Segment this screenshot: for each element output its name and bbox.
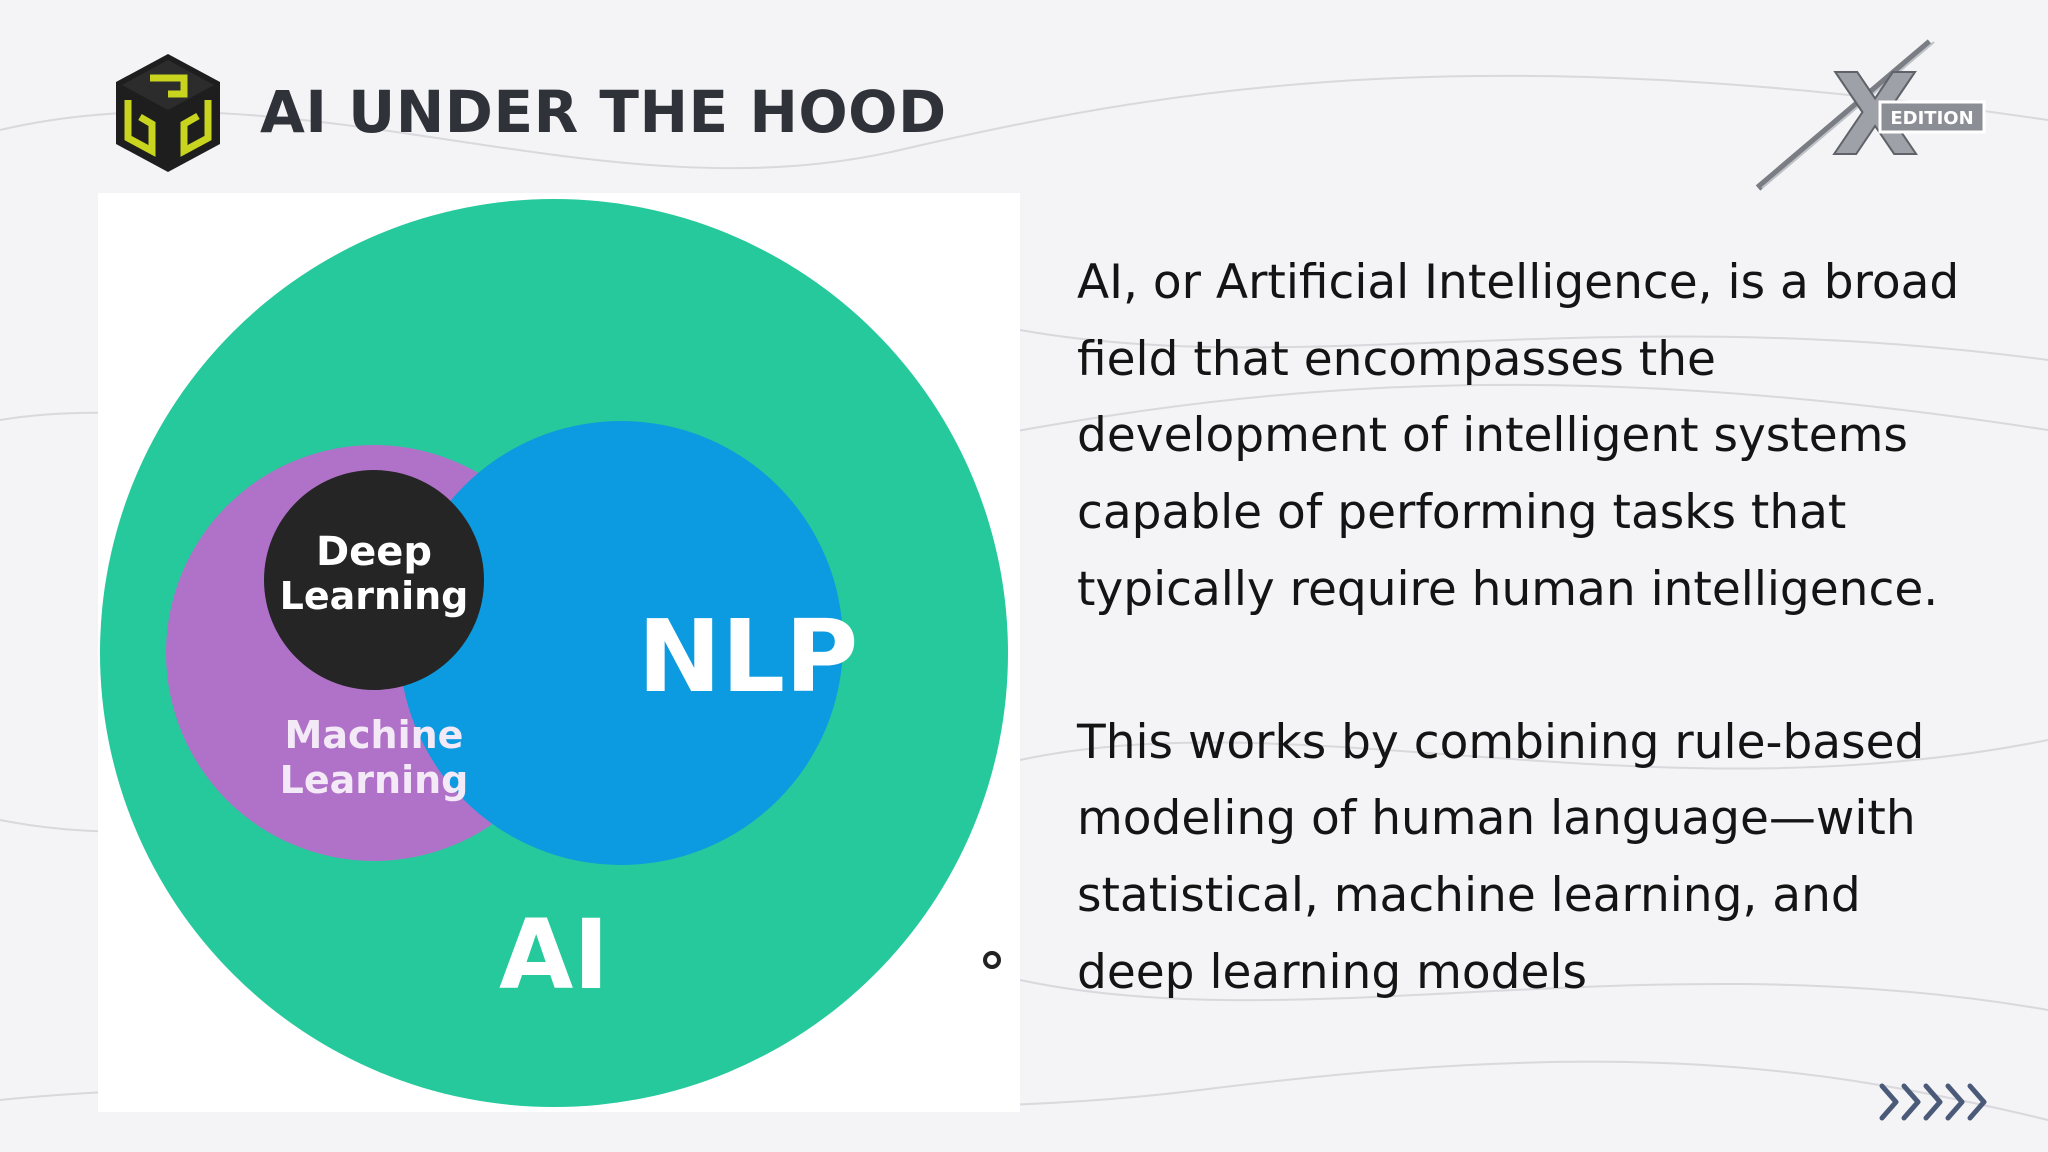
nlp-label: NLP — [638, 598, 859, 715]
chevrons-right-icon[interactable] — [1878, 1080, 1998, 1124]
cube-logo-icon — [116, 54, 220, 172]
nlp-circle — [399, 421, 843, 865]
ai-label: AI — [499, 899, 609, 1011]
ml-label-line1: Machine — [285, 713, 464, 757]
ai-venn-diagram: Deep Learning Machine Learning NLP AI — [98, 193, 1020, 1112]
badge-text: EDITION — [1890, 108, 1973, 129]
x-edition-badge: X EDITION — [1755, 39, 1986, 191]
description-text: AI, or Artificial Intelligence, is a bro… — [1077, 245, 1977, 1011]
decorative-dot — [983, 951, 1001, 969]
dl-label-line1: Deep — [316, 529, 432, 575]
ml-label-line2: Learning — [280, 758, 469, 802]
description-paragraph-1: AI, or Artificial Intelligence, is a bro… — [1077, 255, 1960, 617]
dl-label-line2: Learning — [280, 574, 469, 618]
description-paragraph-2: This works by combining rule-based model… — [1077, 714, 1925, 1000]
dl-circle — [264, 470, 484, 690]
page-title: AI UNDER THE HOOD — [260, 78, 947, 146]
